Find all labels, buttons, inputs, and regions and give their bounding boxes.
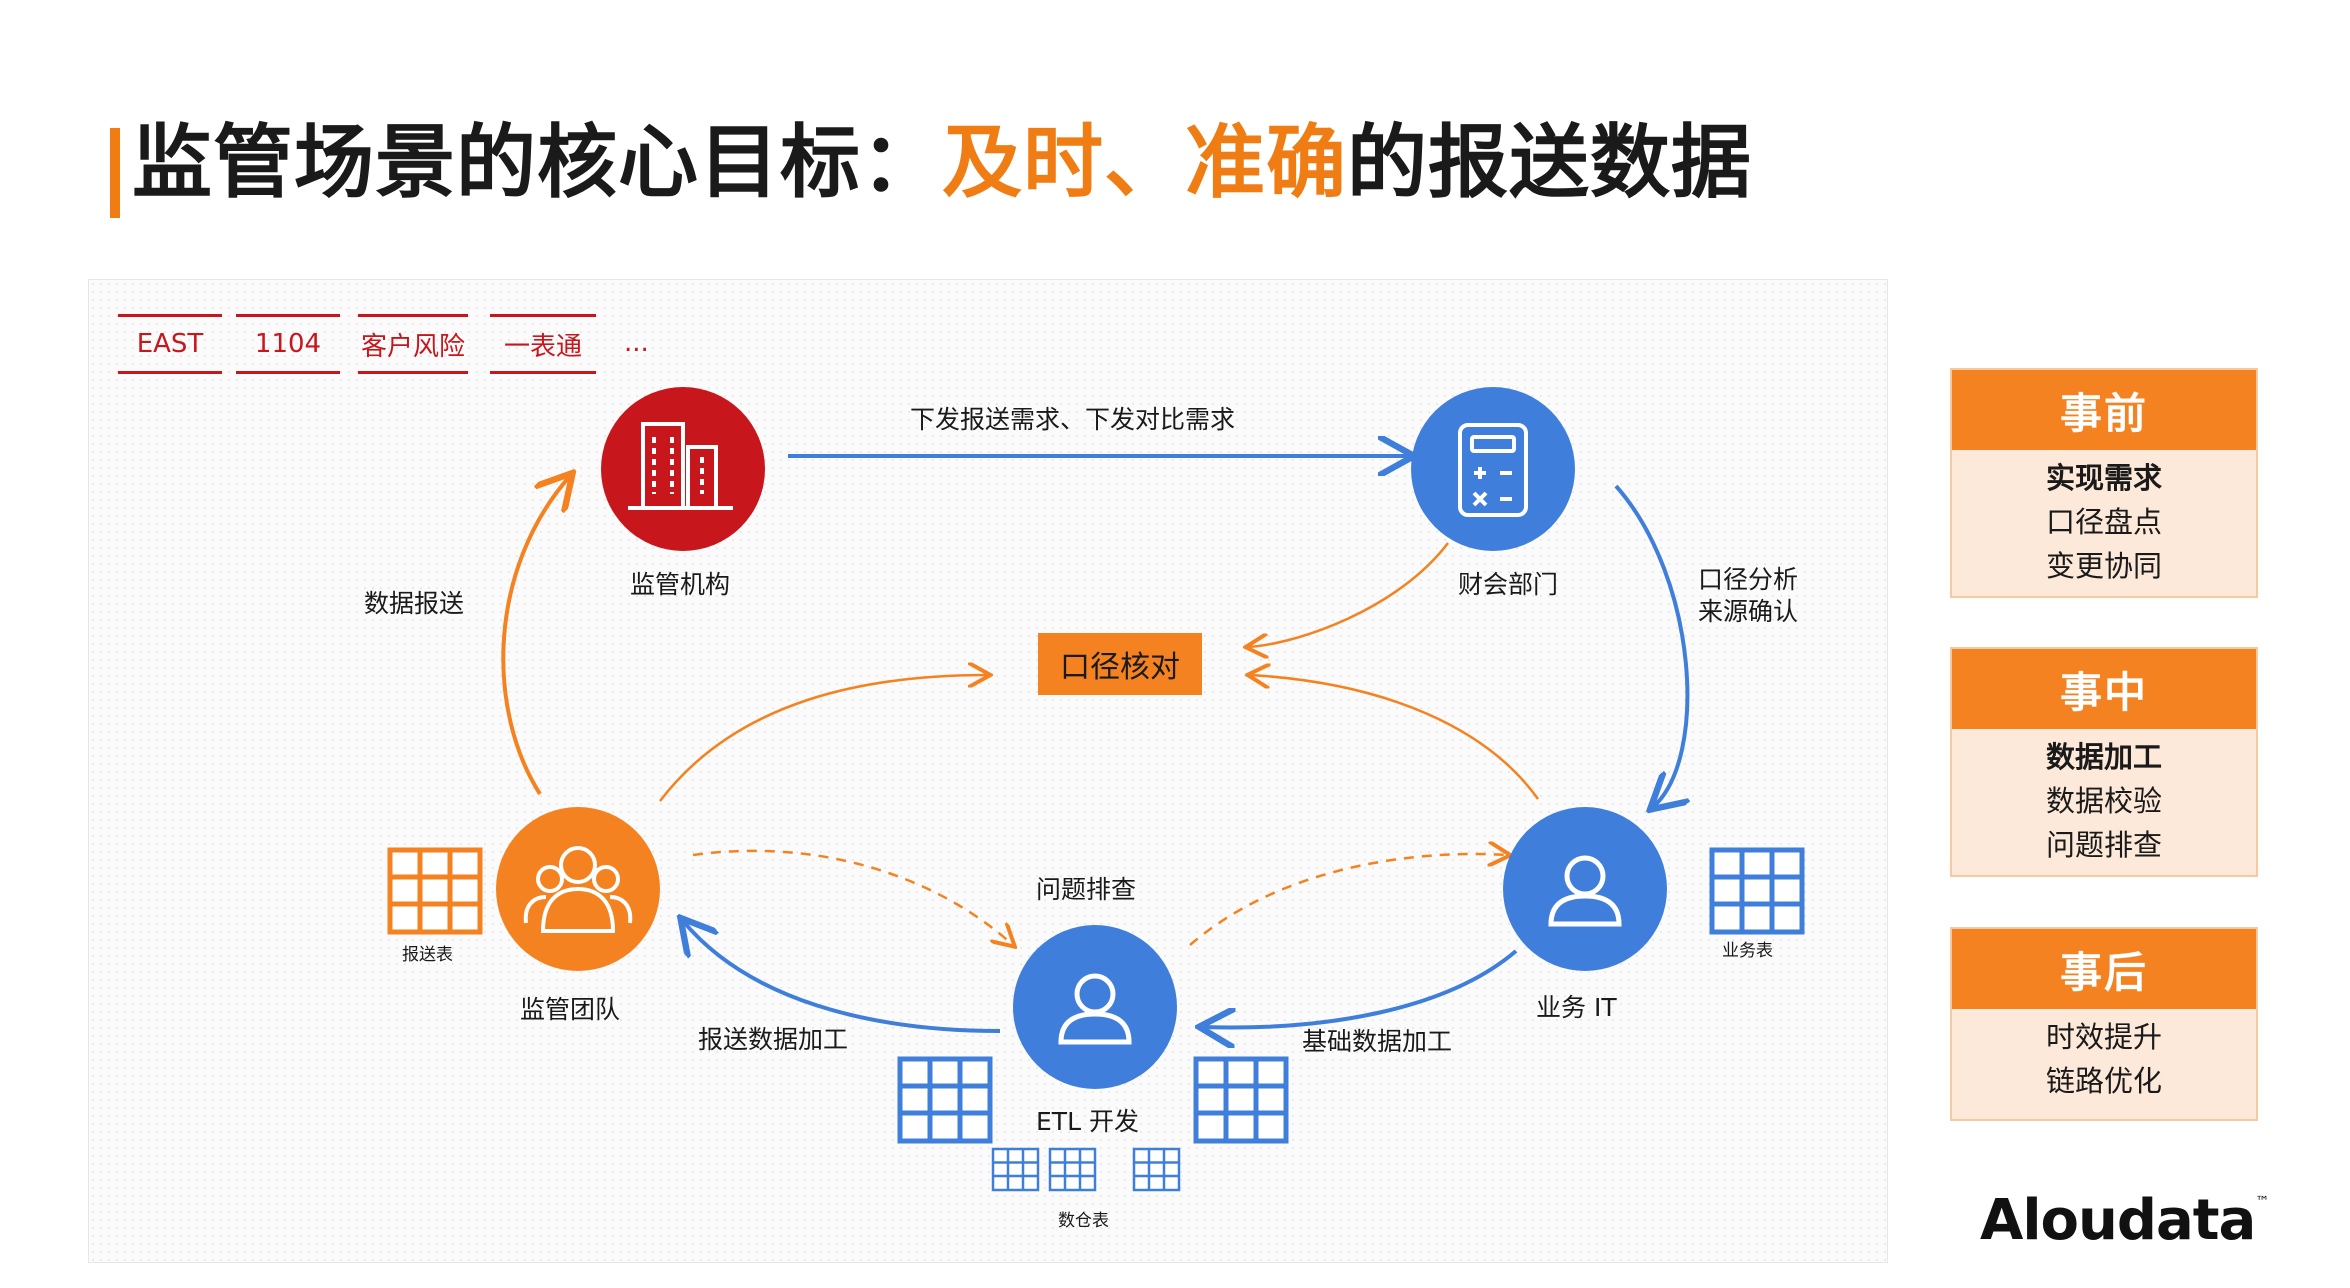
arrow-finance-to-check: [1248, 542, 1449, 647]
report-table-icon: [387, 847, 483, 935]
regulator-label: 监管机构: [630, 570, 731, 599]
caliber-check-box: 口径核对: [1038, 633, 1202, 695]
phase-before-title: 事前: [1952, 370, 2256, 450]
brand-logo: Aloudata™: [1980, 1188, 2269, 1253]
issue-requirements-label: 下发报送需求、下发对比需求: [910, 405, 1236, 434]
team-icon: [523, 846, 633, 933]
caliber-analysis-label-line1: 口径分析: [1698, 565, 1799, 594]
etl-label: ETL 开发: [1036, 1107, 1139, 1136]
phase-card-during: 事中 数据加工 数据校验 问题排查: [1950, 647, 2258, 877]
phase-before-item: 实现需求: [2045, 461, 2162, 495]
arrow-caliber-analysis: [1614, 484, 1687, 807]
report-processing-label: 报送数据加工: [698, 1025, 849, 1054]
caliber-analysis-label-line2: 来源确认: [1698, 597, 1799, 626]
warehouse-table-icon-small-2: [1048, 1147, 1097, 1192]
business-it-label: 业务 IT: [1536, 993, 1617, 1022]
warehouse-table-icon-right: [1196, 1059, 1286, 1141]
base-processing-label: 基础数据加工: [1302, 1027, 1453, 1056]
arrow-it-to-check: [1250, 675, 1540, 800]
troubleshooting-label: 问题排查: [1036, 875, 1137, 904]
report-table-label: 报送表: [402, 945, 453, 965]
diagram-panel: [88, 279, 1888, 1263]
arrow-etl-to-it-dashed: [1189, 854, 1508, 946]
report-tag-1104: 1104: [236, 314, 340, 374]
arrow-team-to-etl-dashed: [692, 849, 1013, 945]
phase-during-title: 事中: [1952, 649, 2256, 729]
warehouse-table-icon-small-1: [991, 1147, 1040, 1192]
regulatory-team-label: 监管团队: [520, 995, 621, 1024]
report-tag-east: EAST: [118, 314, 222, 374]
phase-before-item: 变更协同: [2045, 549, 2162, 583]
etl-node: [1013, 925, 1177, 1089]
report-tag-one-table: 一表通: [490, 314, 596, 374]
arrow-team-to-check: [659, 675, 988, 802]
arrow-base-processing: [1203, 949, 1518, 1027]
phase-before-item: 口径盘点: [2045, 505, 2162, 539]
title-accent-bar: [110, 128, 120, 218]
report-tag-more: ...: [624, 328, 649, 358]
phase-after-title: 事后: [1952, 929, 2256, 1009]
warehouse-table-icon-left: [900, 1059, 990, 1141]
phase-after-item: 链路优化: [2045, 1064, 2162, 1098]
flow-diagram: [387, 387, 1888, 1192]
business-table-label: 业务表: [1722, 941, 1773, 961]
arrow-data-submission: [501, 476, 570, 796]
building-icon: [628, 422, 733, 510]
warehouse-table-label: 数仓表: [1058, 1211, 1109, 1231]
title-separator: 、: [1104, 116, 1185, 209]
report-tag-customer-risk: 客户风险: [358, 314, 468, 374]
phase-during-item: 问题排查: [2045, 828, 2162, 862]
data-submission-label: 数据报送: [364, 589, 465, 618]
title-part2: 的报送数据: [1347, 116, 1752, 209]
trademark-mark: ™: [2255, 1194, 2269, 1210]
phase-card-before: 事前 实现需求 口径盘点 变更协同: [1950, 368, 2258, 598]
title-part1: 监管场景的核心目标：: [132, 116, 942, 209]
calculator-icon: [1458, 423, 1528, 517]
phase-card-after: 事后 时效提升 链路优化: [1950, 927, 2258, 1121]
business-table-icon: [1712, 850, 1802, 932]
arrow-report-processing: [683, 921, 1001, 1033]
page-title: 监管场景的核心目标：及时、准确的报送数据: [132, 108, 1752, 218]
brand-logo-name: Aloudata: [1980, 1188, 2256, 1253]
title-highlight-accurate: 准确: [1185, 116, 1347, 209]
warehouse-table-icon-small-3: [1132, 1147, 1181, 1192]
phase-during-item: 数据校验: [2045, 784, 2162, 818]
phase-during-item: 数据加工: [2045, 740, 2162, 774]
regulatory-team-node: [496, 807, 660, 971]
phase-after-item: 时效提升: [2045, 1020, 2162, 1054]
finance-label: 财会部门: [1458, 570, 1559, 599]
title-highlight-timely: 及时: [942, 116, 1104, 209]
regulator-node: [601, 387, 765, 551]
business-it-node: [1503, 807, 1667, 971]
finance-node: [1411, 387, 1575, 551]
